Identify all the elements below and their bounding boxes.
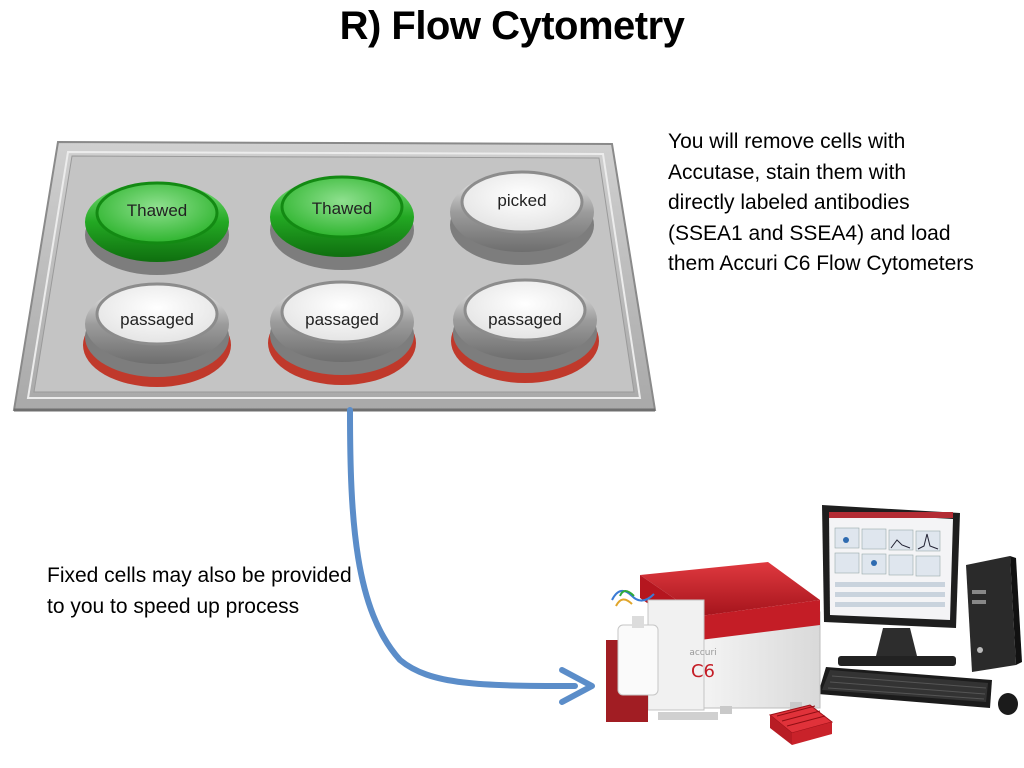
well-thawed-2: Thawed xyxy=(270,175,414,270)
well-label: picked xyxy=(497,191,546,210)
tube-rack xyxy=(768,704,834,745)
instrument-model: C6 xyxy=(691,661,715,682)
well-label: passaged xyxy=(305,310,379,329)
well-picked: picked xyxy=(450,170,594,265)
description-fixed-cells: Fixed cells may also be provided to you … xyxy=(47,564,352,618)
plate-inner-edge xyxy=(26,150,642,399)
well-label: Thawed xyxy=(127,201,187,220)
well-thawed-1: Thawed xyxy=(85,181,229,275)
well-label: passaged xyxy=(120,310,194,329)
accuri-c6-cytometer: accuri C6 xyxy=(606,562,821,722)
wells: Thawed Thawed picked passaged passaged xyxy=(83,170,599,387)
monitor xyxy=(822,505,960,666)
well-passaged-3: passaged xyxy=(451,278,599,383)
well-label: Thawed xyxy=(312,199,372,218)
cytometer-setup: accuri C6 xyxy=(606,505,1022,745)
keyboard xyxy=(818,667,992,708)
slide-title: R) Flow Cytometry xyxy=(339,4,685,48)
monitor-plots xyxy=(834,527,945,607)
flow-arrow xyxy=(347,407,595,705)
instrument-brand: accuri xyxy=(689,648,716,658)
mouse xyxy=(998,693,1018,715)
computer-tower xyxy=(966,556,1022,672)
well-passaged-2: passaged xyxy=(268,280,416,385)
well-label: passaged xyxy=(488,310,562,329)
well-passaged-1: passaged xyxy=(83,282,231,387)
description-stain-and-load: You will remove cells with Accutase, sta… xyxy=(668,130,974,275)
